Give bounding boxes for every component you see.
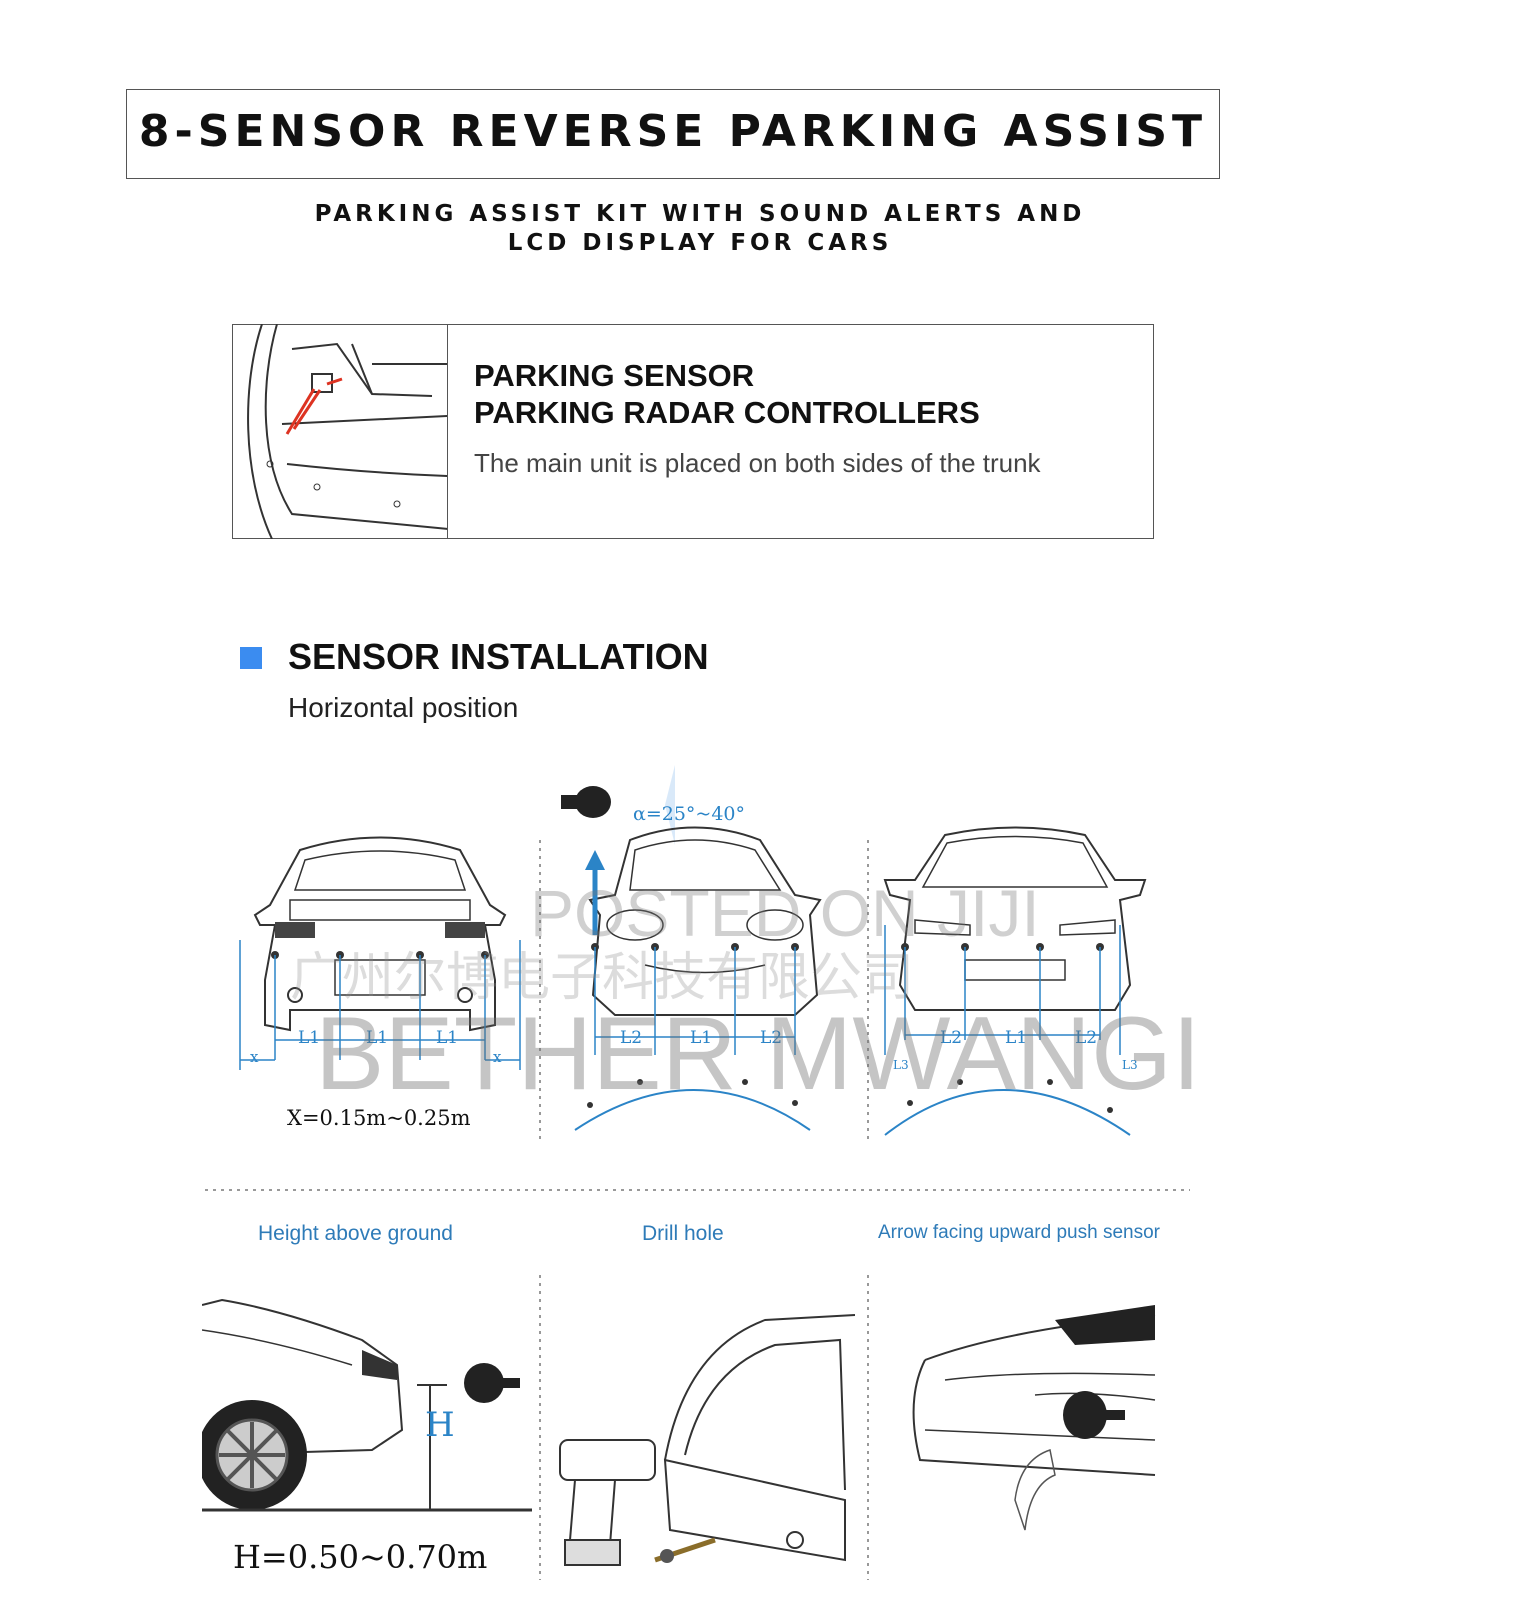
controller-heading-line-2: PARKING RADAR CONTROLLERS [474,395,980,430]
controller-description: The main unit is placed on both sides of… [474,448,1041,478]
rear-car-diagram [239,836,521,1070]
d3-edge-left: L3 [893,1058,909,1072]
d2-label-1: L2 [620,1028,643,1048]
watermark-company: 广州尔博电子科技有限公司 [290,949,915,1007]
subtitle-line-2: LCD DISPLAY FOR CARS [507,230,893,256]
controller-heading-line-1: PARKING SENSOR [474,358,755,393]
step-caption-drill: Drill hole [642,1222,724,1245]
d1-label-1: L1 [298,1028,321,1048]
step-caption-push: Arrow facing upward push sensor [878,1222,1160,1243]
d1-edge-right: x [493,1048,502,1066]
page-subtitle: PARKING ASSIST KIT WITH SOUND ALERTS AND… [200,200,1200,258]
installation-subheading: Horizontal position [288,692,519,723]
d3-label-3: L2 [1075,1028,1098,1048]
trunk-drawing [247,324,447,539]
drill-drawing [559,1314,855,1566]
d1-label-2: L1 [366,1028,389,1048]
step-caption-height: Height above ground [258,1222,453,1245]
d1-label-3: L1 [436,1028,459,1048]
controller-heading: PARKING SENSOR PARKING RADAR CONTROLLERS [474,357,980,431]
sedan-diagram [883,826,1147,1136]
height-label: H [425,1405,455,1445]
installation-heading: SENSOR INSTALLATION [288,636,709,677]
title-frame [126,89,1220,179]
angle-label: α=25°~40° [633,803,746,825]
page-title: 8-SENSOR REVERSE PARKING ASSIST [138,106,1208,157]
watermark-posted: POSTED ON JIJI [530,876,1040,950]
d3-label-2: L1 [1005,1028,1028,1048]
subtitle-line-1: PARKING ASSIST KIT WITH SOUND ALERTS AND [314,201,1086,227]
controller-info-box [232,324,1154,539]
d2-label-3: L2 [760,1028,783,1048]
d3-edge-right: L3 [1122,1058,1138,1072]
watermark-name: BETHER MWANGI [315,996,1201,1112]
d1-formula: X=0.15m~0.25m [287,1106,471,1130]
trunk-illustration [232,324,448,539]
height-formula: H=0.50~0.70m [233,1538,488,1576]
d3-label-1: L2 [940,1028,963,1048]
d1-edge-left: x [250,1048,259,1066]
push-sensor-drawing [912,1305,1156,1531]
front-car-diagram [561,765,822,1131]
section-bullet [240,647,262,669]
height-car-drawing [202,1298,532,1512]
d2-label-2: L1 [690,1028,713,1048]
